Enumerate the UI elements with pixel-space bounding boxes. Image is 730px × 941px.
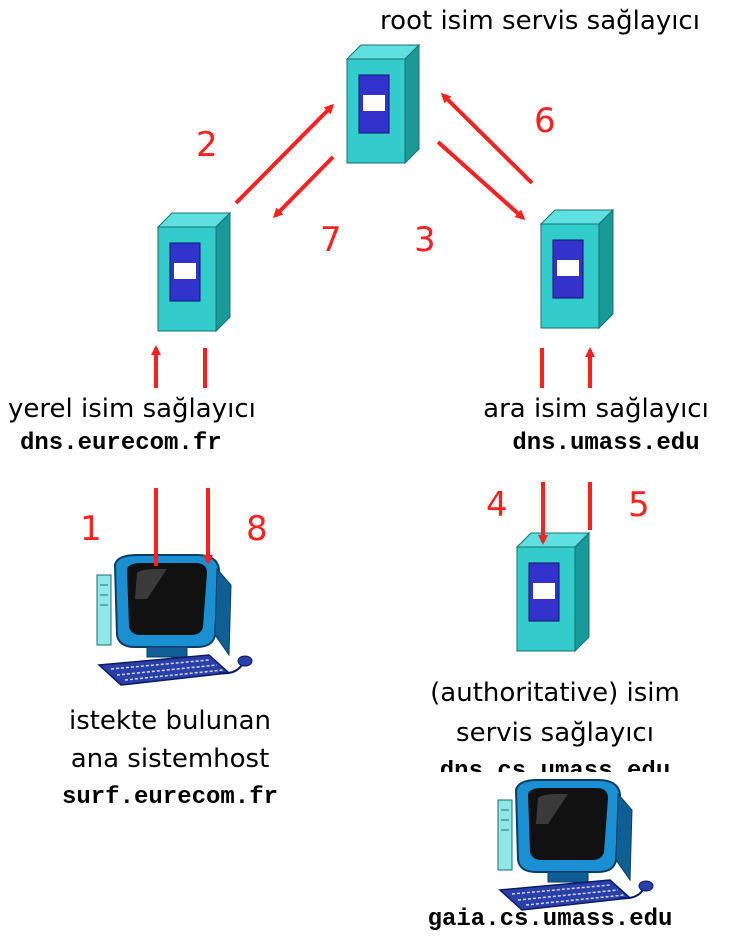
step-5-label: 5 [628,485,650,525]
arrow-step-7 [272,155,335,219]
intermediate-server-icon [540,209,614,329]
intermediate-server-label: ara isim sağlayıcı [483,394,709,424]
arrow-step-3 [436,140,526,220]
authoritative-server-label-line1: (authoritative) isim [430,678,680,708]
authoritative-server-host: dns.cs.umass.edu [400,760,710,772]
requesting-host-label-line1: istekte bulunan [68,706,272,736]
requesting-host-computer-icon [96,554,253,686]
root-server-icon [346,44,420,164]
target-host-name: gaia.cs.umass.edu [427,906,673,933]
requesting-host-name: surf.eurecom.fr [61,784,279,811]
target-host-computer-icon [497,779,654,911]
step-4-label: 4 [486,485,508,525]
root-server-label: root isim servis sağlayıcı [380,6,700,36]
requesting-host-label-line2: ana sistemhost [70,744,270,774]
step-7-label: 7 [320,220,342,260]
arrow-step-6 [440,92,534,185]
authoritative-server-label-line2: servis sağlayıcı [456,718,654,748]
arrow-step-2 [234,103,335,205]
intermediate-server-host: dns.umass.edu [512,430,700,457]
step-2-label: 2 [196,125,218,165]
authoritative-server-host-clip: dns.cs.umass.edu [400,760,710,772]
step-8-label: 8 [246,509,268,549]
local-server-label: yerel isim sağlayıcı [8,394,256,424]
step-1-label: 1 [80,509,102,549]
authoritative-server-icon [516,532,590,652]
step-6-label: 6 [534,101,556,141]
step-3-label: 3 [414,220,436,260]
local-server-host: dns.eurecom.fr [20,430,222,457]
local-server-icon [157,212,231,332]
